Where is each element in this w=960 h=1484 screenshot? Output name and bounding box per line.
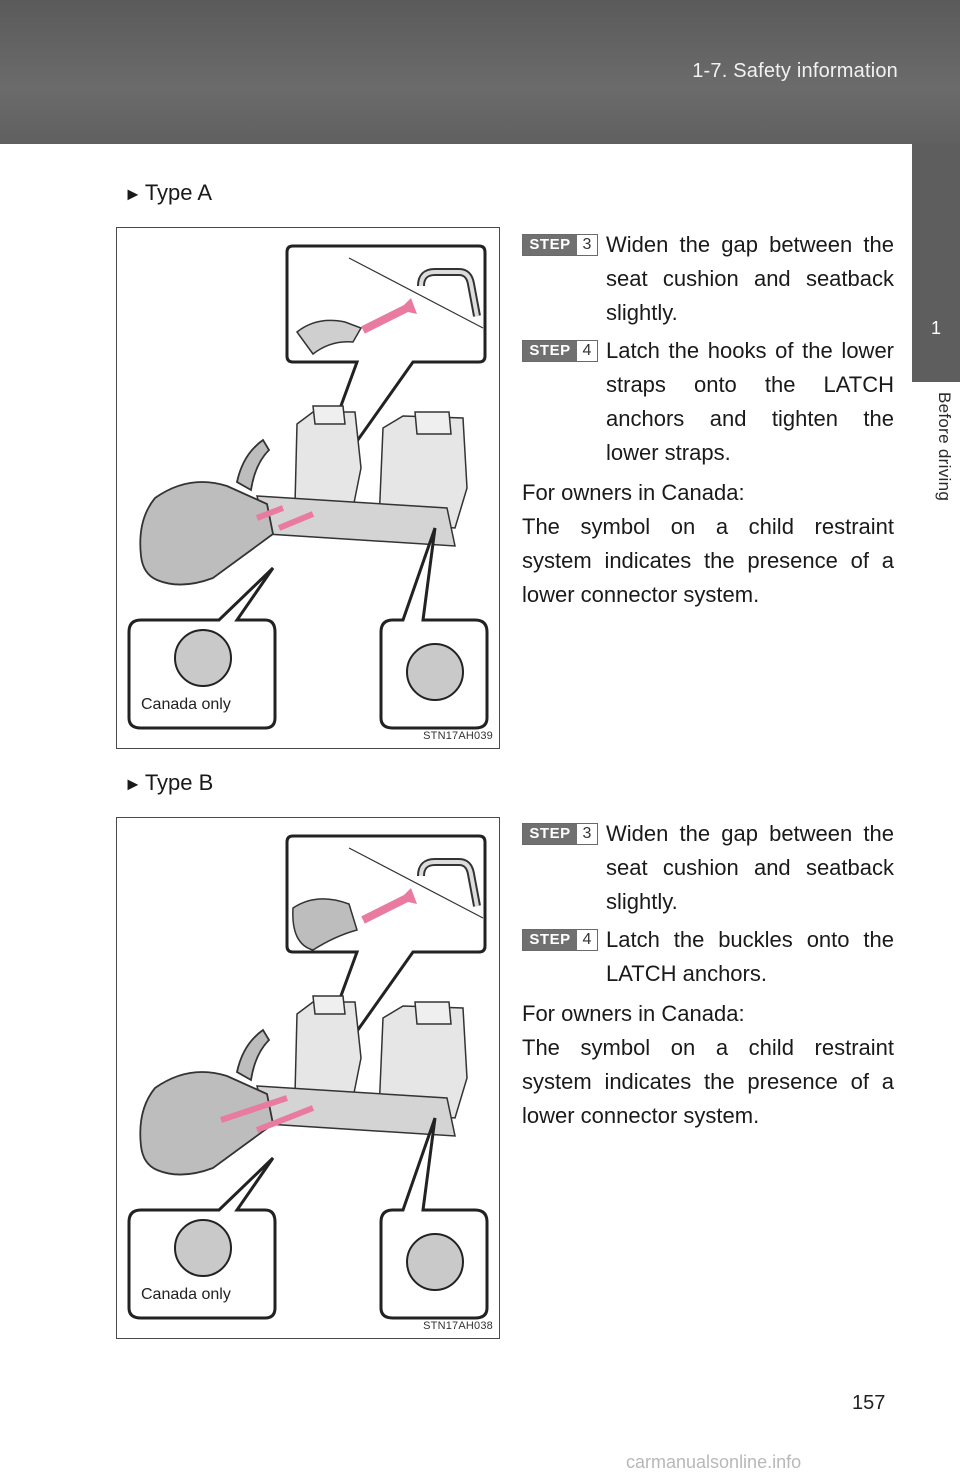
pointer-triangle-icon: ►: [124, 184, 142, 204]
section-title: 1-7. Safety information: [692, 60, 898, 82]
figure-code: STN17AH038: [423, 1320, 493, 1332]
page-number: 157: [852, 1392, 886, 1414]
canada-note-title-b: For owners in Canada:: [522, 1001, 745, 1026]
child-seat-illustration-a: [127, 244, 489, 730]
canada-note-title-a: For owners in Canada:: [522, 480, 745, 505]
chapter-number: 1: [930, 318, 941, 338]
child-seat: [139, 438, 274, 586]
pointer-triangle-icon: ►: [124, 774, 142, 794]
figure-type-b: Canada only STN17AH038: [116, 817, 500, 1339]
page-header: 1-7. Safety information: [0, 0, 960, 144]
figure-type-a: Canada only STN17AH039: [116, 227, 500, 749]
canada-only-label: Canada only: [141, 1286, 231, 1303]
type-b-heading: ►Type B: [124, 770, 214, 795]
chapter-label: Before driving: [935, 392, 954, 502]
watermark: carmanualsonline.info: [626, 1452, 802, 1472]
chapter-tab: [912, 144, 960, 382]
child-seat-illustration-b: [127, 834, 489, 1320]
latch-symbol-icon: [406, 1233, 464, 1291]
canada-note-body-b: The symbol on a child restraint system i…: [522, 1035, 894, 1128]
latch-symbol-icon: [174, 1219, 232, 1277]
canada-note-body-a: The symbol on a child restraint system i…: [522, 514, 894, 607]
latch-symbol-icon: [174, 629, 232, 687]
figure-code: STN17AH039: [423, 730, 493, 742]
type-a-heading: ►Type A: [124, 180, 213, 205]
canada-only-label: Canada only: [141, 696, 231, 713]
latch-symbol-icon: [406, 643, 464, 701]
